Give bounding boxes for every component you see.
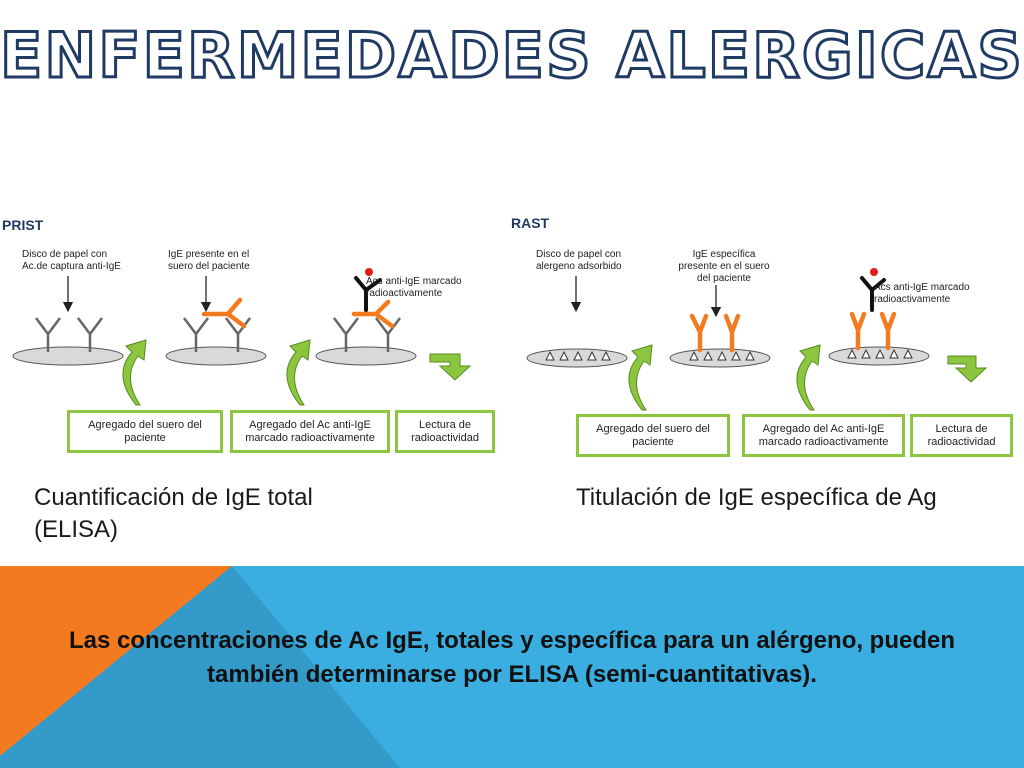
curved-arrow — [796, 344, 821, 411]
paper-disk — [165, 346, 267, 366]
curved-arrow — [122, 339, 147, 406]
bottom-banner — [0, 566, 1024, 768]
radiolabel-star — [365, 268, 373, 276]
immunoassay-diagram — [12, 268, 988, 411]
prist-step-serum: Agregado del suero del paciente — [67, 410, 223, 453]
rast-acs-label: Acs anti-IgE marcado radioactivamente — [874, 282, 970, 305]
banner-background — [0, 566, 1024, 768]
allergen-group — [545, 348, 913, 361]
rast-disk-label: Disco de papel con alergeno adsorbido — [536, 249, 622, 272]
curved-arrow — [628, 344, 653, 411]
paper-disk — [315, 346, 417, 366]
ige-antibody-group — [201, 297, 395, 329]
paper-disk — [12, 346, 124, 366]
prist-step-reading: Lectura de radioactividad — [395, 410, 495, 453]
footer-statement: Las concentraciones de Ac IgE, totales y… — [68, 627, 956, 688]
rast-step-serum: Agregado del suero del paciente — [576, 414, 730, 457]
prist-ige-label: IgE presente en el suero del paciente — [168, 249, 250, 272]
curved-arrow — [286, 339, 311, 406]
radiolabel-star — [870, 268, 878, 276]
prist-heading: PRIST — [2, 217, 44, 233]
prist-caption: Cuantificación de IgE total (ELISA) — [34, 484, 313, 543]
specific-ige-group — [689, 311, 897, 353]
labeled-anti-ige — [860, 276, 886, 312]
rast-step-reading: Lectura de radioactividad — [910, 414, 1013, 457]
labeled-anti-ige — [354, 276, 382, 312]
prist-disk-label: Disco de papel con Ac.de captura anti-Ig… — [22, 249, 121, 272]
rast-caption: Titulación de IgE específica de Ag — [576, 484, 937, 511]
rast-ige-label: IgE específica presente en el suero del … — [678, 249, 770, 284]
bent-arrow — [429, 353, 472, 381]
bent-arrow — [947, 355, 988, 383]
slide-title: ENFERMEDADES ALERGICAS — [0, 18, 1024, 94]
prist-step-anti-ige: Agregado del Ac anti-IgE marcado radioac… — [230, 410, 390, 453]
rast-heading: RAST — [511, 215, 550, 231]
prist-acs-label: Acs anti-IgE marcado radioactivamente — [366, 276, 462, 299]
rast-step-anti-ige: Agregado del Ac anti-IgE marcado radioac… — [742, 414, 905, 457]
